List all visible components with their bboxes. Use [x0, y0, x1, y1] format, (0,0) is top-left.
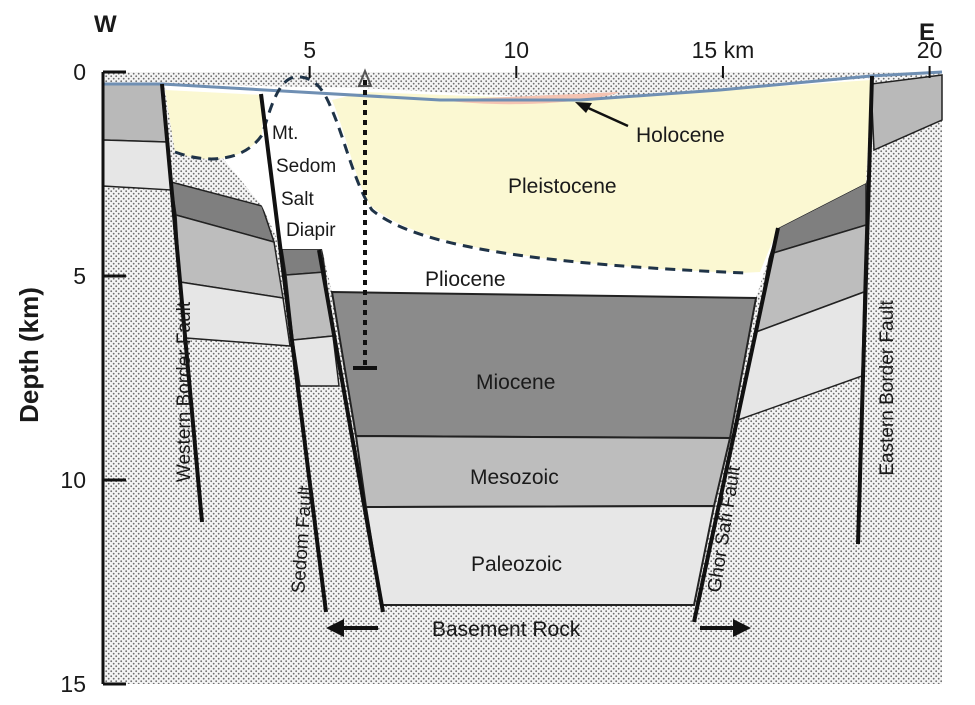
east-spread-arrow-head — [733, 619, 751, 637]
west-direction-label: W — [94, 11, 117, 38]
graben-west-fault-line — [317, 249, 385, 613]
x-tick-label: 10 — [504, 37, 530, 63]
pleistocene-area — [165, 80, 871, 273]
label-diapir-line1: Mt. — [272, 123, 298, 144]
label-diapir-line4: Diapir — [286, 220, 336, 241]
diapir-dashed-outline — [174, 75, 746, 275]
label-miocene: Miocene — [476, 371, 555, 394]
y-tick-label: 10 — [60, 467, 86, 493]
y-tick-label: 15 — [60, 671, 86, 697]
label-diapir-line2: Sedom — [276, 156, 336, 177]
western-border-fault-line — [160, 83, 204, 523]
x-axis-ticks: 5 10 15 km 20 — [303, 37, 942, 78]
y-axis-title: Depth (km) — [14, 287, 44, 423]
west-layer-upper-grey — [102, 83, 168, 143]
label-holocene: Holocene — [636, 124, 725, 147]
dead-sea-surface — [103, 70, 943, 102]
sedom-fault-line — [259, 93, 328, 613]
east-layer-top-grey — [870, 74, 943, 152]
label-diapir-line3: Salt — [281, 189, 314, 210]
east-direction-label: E — [919, 19, 935, 46]
x-tick-label: 15 km — [692, 37, 755, 63]
label-basement-rock: Basement Rock — [432, 618, 581, 641]
label-mesozoic: Mesozoic — [470, 466, 559, 489]
label-paleozoic: Paleozoic — [471, 553, 562, 576]
y-axis-ticks: 0 5 10 15 — [60, 59, 126, 697]
label-western-border-fault: Western Border Fault — [174, 301, 195, 482]
label-eastern-border-fault: Eastern Border Fault — [877, 300, 898, 476]
borehole-rig-icon — [357, 68, 373, 87]
label-pleistocene: Pleistocene — [508, 175, 617, 198]
x-tick-label: 5 — [303, 37, 316, 63]
miocene-layer — [330, 290, 758, 440]
ghor-safi-fault-line — [692, 227, 780, 623]
holocene-arrow-line — [585, 105, 629, 128]
y-tick-label: 0 — [73, 59, 86, 85]
holocene-arrow-head — [575, 102, 592, 113]
sedom-block-light — [292, 335, 340, 387]
eastern-border-fault-line — [856, 75, 874, 545]
west-layer-upper-light — [102, 139, 172, 191]
west-spread-arrow-head — [326, 619, 344, 637]
x-tick-label: 20 — [917, 37, 943, 63]
label-pliocene: Pliocene — [425, 268, 506, 291]
y-tick-label: 5 — [73, 263, 86, 289]
